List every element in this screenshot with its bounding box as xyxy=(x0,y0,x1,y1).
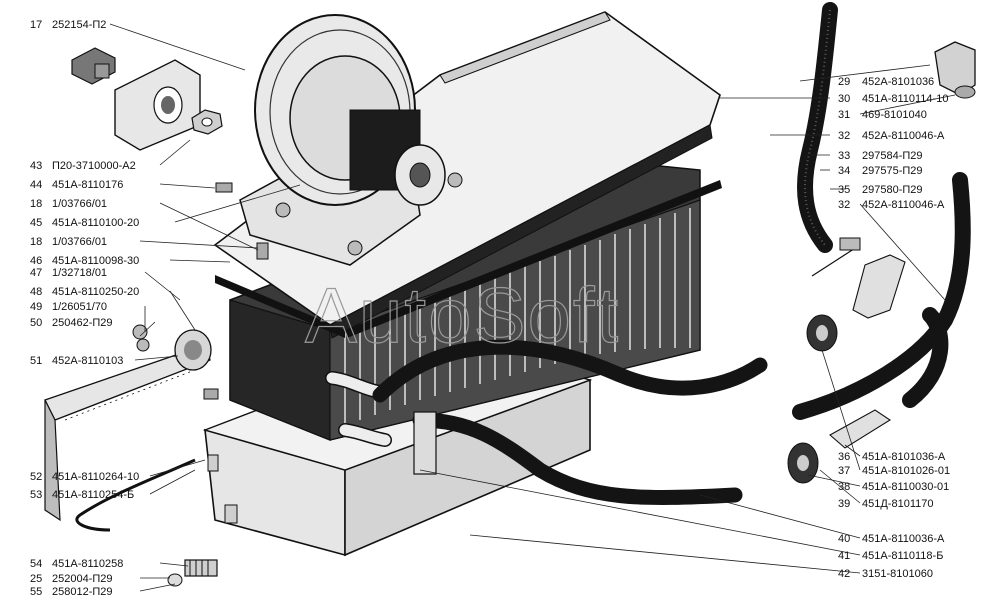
callout-number: 18 xyxy=(30,236,42,248)
callout-number: 49 xyxy=(30,301,42,313)
callout-part-code: 297575-П29 xyxy=(862,165,923,177)
callout-part-code: 451А-8110258 xyxy=(52,558,123,570)
callout-number: 46 xyxy=(30,255,42,267)
callout-labels-right: 29 452А-8101036 30 451А-8110114-10 31 469-810… xyxy=(838,76,950,580)
callout-number: 53 xyxy=(30,489,42,501)
callout-number: 35 xyxy=(838,184,850,196)
callout-part-code: 1/03766/01 xyxy=(52,198,107,210)
callout-part-code: 452А-8110046-А xyxy=(862,199,945,211)
callout-number: 48 xyxy=(30,286,42,298)
callout-part-code: 252154-П2 xyxy=(52,19,106,31)
spring-washers xyxy=(167,559,218,587)
callout-part-code: 451А-8101026-01 xyxy=(862,465,950,477)
callout-part-code: 451А-8110118-Б xyxy=(862,550,943,562)
callout-number: 32 xyxy=(838,199,850,211)
callout-part-code: 452А-8101036 xyxy=(862,76,934,88)
callout-labels-left: 17 252154-П2 43 П20-3710000-А2 44 451А-811017… xyxy=(30,19,139,598)
callout-number: 36 xyxy=(838,451,850,463)
callout-number: 34 xyxy=(838,165,850,177)
callout-number: 31 xyxy=(838,109,850,121)
callout-number: 50 xyxy=(30,317,42,329)
callout-part-code: 451А-8110030-01 xyxy=(862,481,949,493)
callout-number: 41 xyxy=(838,550,850,562)
callout-number: 25 xyxy=(30,573,42,585)
callout-part-code: 451А-8110114-10 xyxy=(862,93,948,105)
clamp-bolt xyxy=(71,47,116,85)
callout-part-code: 1/26051/70 xyxy=(52,301,107,313)
callout-number: 18 xyxy=(30,198,42,210)
callout-part-code: 451А-8110254-Б xyxy=(52,489,134,501)
callout-number: 39 xyxy=(838,498,850,510)
callout-number: 17 xyxy=(30,19,42,31)
callout-part-code: 250462-П29 xyxy=(52,317,113,329)
callout-number: 47 xyxy=(30,267,42,279)
callout-part-code: 451А-8110098-30 xyxy=(52,255,139,267)
callout-number: 52 xyxy=(30,471,42,483)
callout-part-code: 3151-8101060 xyxy=(862,568,933,580)
callout-part-code: 252004-П29 xyxy=(52,573,113,585)
small-screws xyxy=(132,182,269,400)
callout-number: 30 xyxy=(838,93,850,105)
callout-part-code: 452А-8110103 xyxy=(52,355,123,367)
callout-part-code: 258012-П29 xyxy=(52,586,113,598)
callout-number: 45 xyxy=(30,217,42,229)
callout-number: 44 xyxy=(30,179,42,191)
fittings-right xyxy=(787,41,976,484)
callout-part-code: 451А-8110100-20 xyxy=(52,217,139,229)
callout-part-code: 297584-П29 xyxy=(862,150,923,162)
callout-part-code: 297580-П29 xyxy=(862,184,923,196)
callout-number: 43 xyxy=(30,160,42,172)
callout-number: 54 xyxy=(30,558,42,570)
callout-part-code: 451А-8110264-10 xyxy=(52,471,139,483)
callout-number: 42 xyxy=(838,568,850,580)
callout-number: 32 xyxy=(838,130,850,142)
callout-part-code: 469-8101040 xyxy=(862,109,927,121)
side-seal-strip xyxy=(44,344,211,522)
callout-number: 37 xyxy=(838,465,850,477)
fan-motor-assembly xyxy=(239,14,463,266)
coolant-hoses xyxy=(372,2,971,505)
callout-number: 55 xyxy=(30,586,42,598)
callout-part-code: 451А-8101036-А xyxy=(862,451,946,463)
callout-part-code: 451Д-8101170 xyxy=(862,498,933,510)
radiator-core xyxy=(229,159,701,447)
leader-lines-left xyxy=(109,23,301,592)
callout-number: 40 xyxy=(838,533,850,545)
callout-number: 38 xyxy=(838,481,850,493)
watermark: AutoSoft xyxy=(305,271,620,359)
callout-part-code: 451А-8110250-20 xyxy=(52,286,139,298)
leader-lines-right xyxy=(419,64,956,574)
callout-number: 51 xyxy=(30,355,42,367)
callout-number: 33 xyxy=(838,150,850,162)
callout-part-code: 1/32718/01 xyxy=(52,267,107,279)
gasket-strip xyxy=(215,180,722,338)
hex-nut xyxy=(191,109,223,135)
callout-part-code: 451А-8110036-А xyxy=(862,533,945,545)
callout-part-code: 1/03766/01 xyxy=(52,236,107,248)
callout-number: 29 xyxy=(838,76,850,88)
wire-lead xyxy=(75,458,196,532)
callout-part-code: 452А-8110046-А xyxy=(862,130,945,142)
bracket-block xyxy=(114,59,201,151)
callout-part-code: П20-3710000-А2 xyxy=(52,160,136,172)
callout-part-code: 451А-8110176 xyxy=(52,179,123,191)
grommet-ring xyxy=(174,329,212,371)
